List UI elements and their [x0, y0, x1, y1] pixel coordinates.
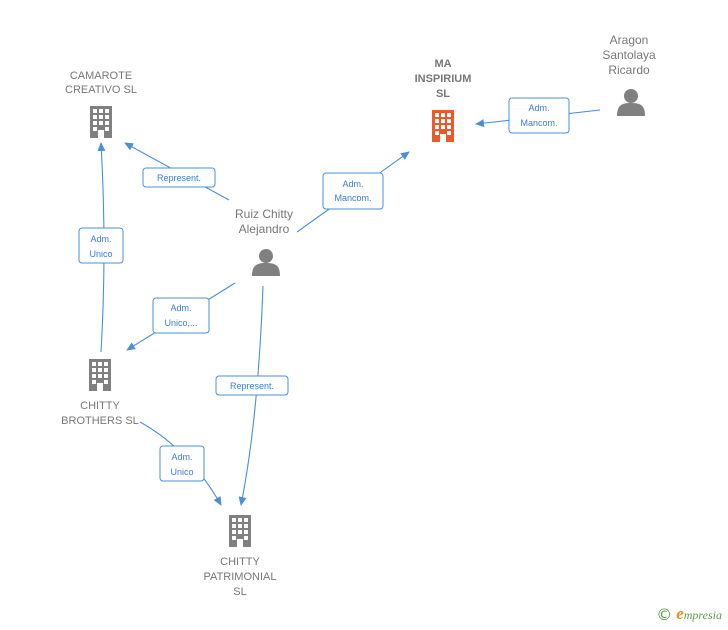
edge-ruiz-patrimonial	[238, 285, 264, 506]
person-icon	[617, 89, 645, 116]
edge-label-ruiz-brothers[interactable]: Adm. Unico,...	[152, 297, 210, 334]
node-label: Santolaya	[602, 48, 656, 62]
edge-label-text: Mancom.	[520, 118, 557, 128]
node-label: MA	[434, 58, 451, 70]
node-label: Ricardo	[608, 63, 650, 77]
node-label: Alejandro	[239, 222, 290, 236]
node-chitty-brothers[interactable]: CHITTY BROTHERS SL	[61, 359, 139, 427]
node-label: CHITTY	[220, 556, 260, 568]
node-camarote-creativo[interactable]: CAMAROTE CREATIVO SL	[65, 70, 137, 138]
edge-label-text: Adm.	[342, 179, 363, 189]
edge-label-ruiz-ma[interactable]: Adm. Mancom.	[322, 172, 384, 210]
edge-label-text: Represent.	[230, 381, 274, 391]
edge-label-text: Adm.	[90, 234, 111, 244]
person-icon	[252, 249, 280, 276]
edge-label-text: Adm.	[528, 103, 549, 113]
edge-label-brothers-camarote[interactable]: Adm. Unico	[78, 227, 124, 264]
footer-brand: © empresia	[656, 604, 722, 624]
building-icon	[89, 359, 111, 391]
copyright-icon: ©	[656, 604, 673, 624]
building-icon	[432, 110, 454, 142]
building-icon	[229, 515, 251, 547]
edge-label-brothers-patrimonial[interactable]: Adm. Unico	[159, 445, 205, 482]
node-label: PATRIMONIAL	[204, 571, 277, 583]
node-ruiz-chitty[interactable]: Ruiz Chitty Alejandro	[235, 207, 293, 276]
edge-label-text: Unico	[89, 249, 112, 259]
edge-label-ruiz-camarote[interactable]: Represent.	[142, 167, 216, 188]
brand-initial: e	[676, 604, 684, 623]
node-chitty-patrimonial[interactable]: CHITTY PATRIMONIAL SL	[204, 515, 277, 598]
node-label: CAMAROTE	[70, 70, 132, 82]
node-label: CHITTY	[80, 400, 120, 412]
node-label: SL	[233, 586, 246, 598]
edge-label-aragon-ma[interactable]: Adm. Mancom.	[508, 97, 570, 134]
node-label: SL	[436, 88, 450, 100]
edge-label-text: Adm.	[171, 452, 192, 462]
edge-label-text: Mancom.	[334, 193, 371, 203]
building-icon	[90, 106, 112, 138]
brand-logo[interactable]: empresia	[676, 604, 722, 624]
brand-name: mpresia	[683, 608, 722, 622]
edge-label-text: Unico	[170, 467, 193, 477]
node-label: Ruiz Chitty	[235, 207, 293, 221]
node-ma-inspirium[interactable]: MA INSPIRIUM SL	[415, 58, 472, 142]
edge-label-text: Unico,...	[164, 318, 197, 328]
node-aragon-santolaya[interactable]: Aragon Santolaya Ricardo	[602, 33, 656, 116]
node-label: Aragon	[610, 33, 649, 47]
node-label: INSPIRIUM	[415, 73, 472, 85]
edge-label-ruiz-patrimonial[interactable]: Represent.	[215, 375, 289, 396]
node-label: CREATIVO SL	[65, 84, 137, 96]
edge-label-text: Adm.	[170, 303, 191, 313]
node-label: BROTHERS SL	[61, 415, 139, 427]
edge-label-text: Represent.	[157, 173, 201, 183]
